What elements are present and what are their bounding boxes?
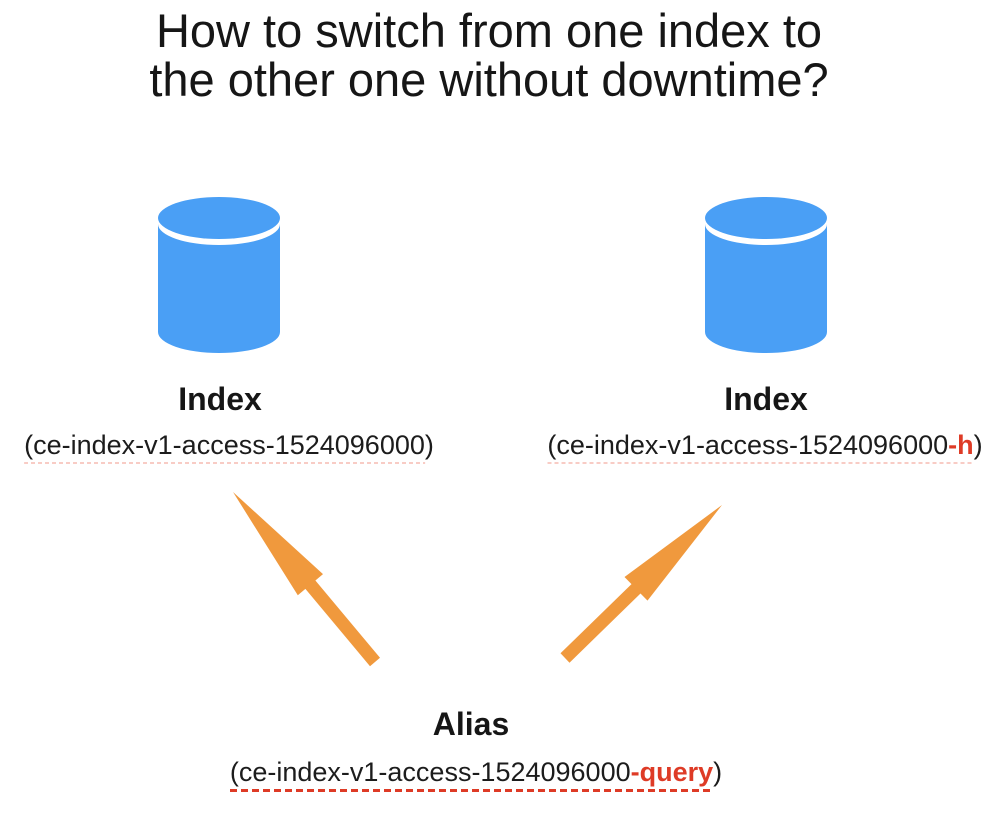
right-index-name-prefix: (ce-index-v1-access-1524096000 [547,430,949,460]
database-icon-right [705,197,827,358]
left-index-name-prefix: (ce-index-v1-access-1524096000 [24,430,425,460]
right-index-name-underlined: (ce-index-v1-access-1524096000-h [547,430,974,464]
right-index-label: Index [724,381,808,417]
alias-name-suffix: ) [713,757,723,787]
database-icon-left [158,197,280,358]
arrow-up-right-icon [560,505,722,663]
right-index-name-suffix: ) [973,430,983,460]
left-index-label: Index [178,381,262,417]
left-index-name-suffix: ) [424,430,434,460]
title-line-1: How to switch from one index to [155,4,823,57]
left-index-name-underlined: (ce-index-v1-access-1524096000 [24,430,425,464]
alias-label: Alias [432,706,510,742]
alias-name: (ce-index-v1-access-1524096000-query) [229,756,723,792]
right-index-name: (ce-index-v1-access-1524096000-h) [547,429,983,464]
arrow-up-left-icon [233,492,380,667]
title-line-2: the other one without downtime? [149,53,829,106]
alias-name-highlight: -query [630,757,714,787]
alias-name-prefix: (ce-index-v1-access-1524096000 [229,757,631,787]
left-index-name: (ce-index-v1-access-1524096000) [24,429,434,464]
alias-name-underlined: (ce-index-v1-access-1524096000-query [229,757,714,792]
right-index-name-highlight: -h [948,430,974,460]
page-title: How to switch from one index to the othe… [0,6,982,104]
